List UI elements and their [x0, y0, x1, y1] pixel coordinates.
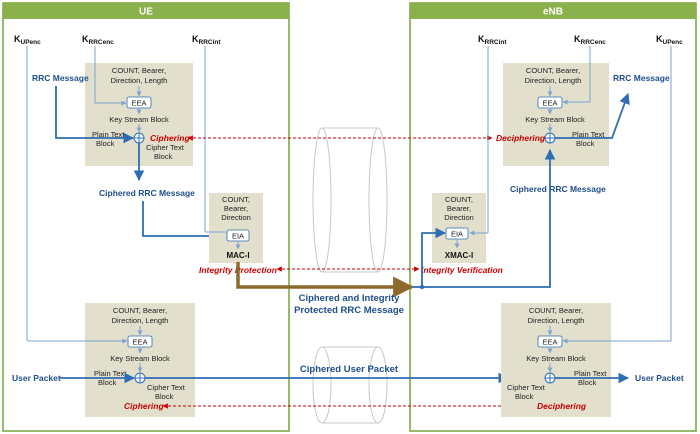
enb-up-keystream: Key Stream Block	[526, 354, 586, 363]
ue-ciphering-label: Ciphering	[150, 133, 190, 143]
enb-up-params-2: Direction, Length	[528, 316, 585, 325]
ue-ciphered-rrc-label: Ciphered RRC Message	[99, 188, 195, 198]
enb-int-params-1: COUNT,	[445, 195, 473, 204]
ue-eia-label: EIA	[232, 232, 244, 241]
enb-ciphered-rrc-label: Ciphered RRC Message	[510, 184, 606, 194]
ue-rrc-cipher-1: Cipher Text	[146, 143, 185, 152]
mac-append-line	[236, 262, 415, 298]
ue-up-cipher-1: Cipher Text	[147, 383, 186, 392]
enb-key-rrc-enc: KRRCenc	[574, 34, 606, 46]
enb-rrc-params-1: COUNT, Bearer,	[526, 66, 580, 75]
ue-up-keystream: Key Stream Block	[110, 354, 170, 363]
enb-rrc-eea-label: EEA	[542, 99, 557, 108]
enb-deciphering-label: Deciphering	[496, 133, 546, 143]
enb-int-params-3: Direction	[444, 213, 474, 222]
enb-eia-label: EIA	[451, 230, 463, 239]
ue-rrc-plain-2: Block	[96, 139, 115, 148]
enb-int-params-2: Bearer,	[447, 204, 471, 213]
enb-rrc-keystream: Key Stream Block	[525, 115, 585, 124]
enb-integrity-verification-label: Integrity Verification	[421, 265, 503, 275]
enb-xmac-label: XMAC-I	[445, 251, 473, 260]
ue-up-ciphering-label: Ciphering	[124, 401, 164, 411]
radio-channel-tube-top	[312, 127, 388, 273]
enb-rrc-xor-icon	[544, 132, 556, 144]
protected-message-line-1: Ciphered and Integrity	[299, 293, 401, 304]
ue-up-eea-label: EEA	[132, 338, 147, 347]
enb-up-plain-1: Plain Text	[574, 369, 607, 378]
ue-integrity-box	[209, 193, 263, 263]
ciphered-user-packet-label: Ciphered User Packet	[300, 364, 399, 375]
ue-up-params-2: Direction, Length	[112, 316, 169, 325]
enb-rrc-params-2: Direction, Length	[525, 76, 582, 85]
ue-up-cipher-box	[85, 303, 195, 417]
enb-up-decipher-box	[501, 303, 611, 417]
ue-key-up-enc: KUPenc	[14, 34, 41, 46]
ue-up-plain-2: Block	[98, 378, 117, 387]
ue-up-cipher-2: Block	[155, 392, 174, 401]
enb-up-eea-label: EEA	[542, 338, 557, 347]
ue-rrc-eea-label: EEA	[131, 99, 146, 108]
enb-up-xor-icon	[544, 372, 556, 384]
enb-user-packet-label: User Packet	[635, 373, 684, 383]
enb-key-rrc-int: KRRCint	[478, 34, 507, 46]
ue-mac-label: MAC-I	[226, 251, 249, 260]
ue-user-packet-label: User Packet	[12, 373, 61, 383]
enb-up-params-1: COUNT, Bearer,	[529, 306, 583, 315]
enb-rrc-plain-1: Plain Text	[572, 130, 605, 139]
enb-panel-title: eNB	[543, 7, 563, 18]
enb-up-deciphering-label: Deciphering	[537, 401, 587, 411]
enb-rrc-message-label: RRC Message	[613, 73, 670, 83]
ue-rrc-keystream: Key Stream Block	[109, 115, 169, 124]
protected-message-line-2: Protected RRC Message	[294, 305, 404, 316]
ue-up-plain-1: Plain Text	[94, 369, 127, 378]
enb-rrc-decipher-box	[503, 63, 609, 166]
enb-key-up-enc: KUPenc	[656, 34, 683, 46]
ue-rrc-xor-icon	[133, 132, 145, 144]
enb-up-cipher-2: Block	[515, 392, 534, 401]
ue-up-xor-icon	[134, 372, 146, 384]
ue-int-params-1: COUNT,	[222, 195, 250, 204]
ue-rrc-params-2: Direction, Length	[111, 76, 168, 85]
enb-up-cipher-1: Cipher Text	[507, 383, 546, 392]
ue-int-params-2: Bearer,	[224, 204, 248, 213]
ue-panel-title: UE	[139, 7, 153, 18]
ue-int-params-3: Direction	[221, 213, 251, 222]
enb-rrc-plain-2: Block	[576, 139, 595, 148]
ue-rrc-cipher-2: Block	[154, 152, 173, 161]
ue-key-rrc-enc: KRRCenc	[82, 34, 114, 46]
enb-up-plain-2: Block	[578, 378, 597, 387]
radio-channel-tube-bottom	[312, 346, 388, 424]
ue-rrc-message-label: RRC Message	[32, 73, 89, 83]
ue-rrc-params-1: COUNT, Bearer,	[112, 66, 166, 75]
ue-rrc-plain-1: Plain Text	[92, 130, 125, 139]
ue-up-params-1: COUNT, Bearer,	[113, 306, 167, 315]
ue-key-rrc-int: KRRCint	[192, 34, 221, 46]
